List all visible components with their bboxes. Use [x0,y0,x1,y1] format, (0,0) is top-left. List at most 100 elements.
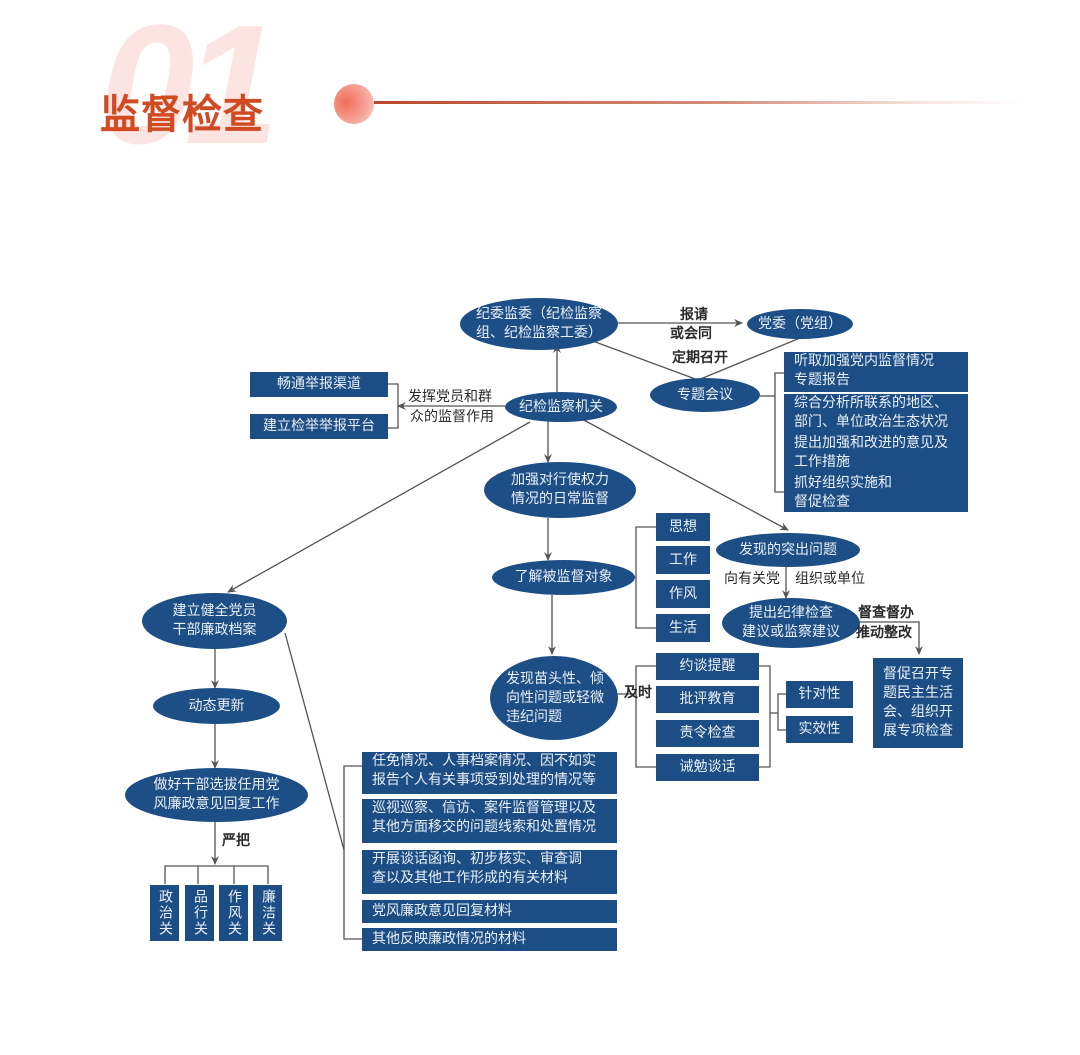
node-text: 提出加强和改进的意见及 [794,435,948,451]
box-measure: 诫勉谈话 [656,754,759,781]
edge-label-mass-line1: 发挥党员和群 [408,389,492,405]
box-archive-item: 开展谈话函询、初步核实、审查调 查以及其他工作形成的有关材料 [362,850,617,894]
node-discipline-suggestion: 提出纪律检查 建议或监察建议 [722,598,860,648]
node-text: 发现的突出问题 [739,541,837,558]
edge-label-to-org: 组织或单位 [795,571,865,587]
node-text: 任免情况、人事档案情况、因不如实 [372,753,596,769]
node-text: 动态更新 [188,697,245,714]
node-text: 开展谈话函询、初步核实、审查调 [372,851,582,867]
node-text: 建立检举举报平台 [263,418,375,434]
node-prominent-issues: 发现的突出问题 [716,533,860,567]
node-text: 责令检查 [679,725,736,741]
box-gate-integrity: 廉洁关 [253,885,282,941]
box-meeting-item: 提出加强和改进的意见及 工作措施 [784,434,968,474]
box-meeting-item: 抓好组织实施和 督促检查 [784,474,968,512]
box-aspect: 作风 [656,580,710,608]
node-text: 建立健全党员 [172,603,257,619]
box-measure: 批评教育 [656,686,759,713]
edge-label-to-party: 向有关党 [724,571,780,587]
node-text: 专题报告 [794,372,850,388]
box-aspect: 生活 [656,614,710,642]
node-text: 督促召开专 [883,666,953,682]
node-daily-supervision: 加强对行使权力 情况的日常监督 [484,462,636,518]
node-dynamic-update: 动态更新 [153,688,280,724]
box-gate-political: 政治关 [150,885,179,941]
box-aspect: 思想 [656,513,710,541]
node-text: 题民主生活 [883,685,953,701]
node-integrity-archive: 建立健全党员 干部廉政档案 [142,593,287,649]
box-meeting-item: 听取加强党内监督情况 专题报告 [784,352,968,392]
node-text: 生活 [669,619,697,636]
node-text: 诫勉谈话 [679,759,736,775]
box-report-platform: 建立检举举报平台 [250,414,388,439]
box-archive-item: 任免情况、人事档案情况、因不如实 报告个人有关事项受到处理的情况等 [362,752,617,794]
node-text: 廉洁关 [260,889,276,937]
node-text: 纪委监委（纪检监察 [476,306,602,322]
node-cadre-selection: 做好干部选拔任用党 风廉政意见回复工作 [125,768,308,822]
node-text: 巡视巡察、信访、案件监督管理以及 [372,800,596,816]
node-text: 组、纪检监察工委） [476,325,602,341]
node-text: 工作 [669,551,697,568]
node-text: 情况的日常监督 [511,491,609,507]
node-discipline-commission: 纪委监委（纪检监察 组、纪检监察工委） [460,298,618,350]
node-text: 会、组织开 [883,704,953,720]
edge-label-report: 报请 [680,307,708,323]
node-special-meeting: 专题会议 [650,378,760,412]
edge-label-strict: 严把 [222,833,250,849]
node-party-committee: 党委（党组） [747,309,853,339]
node-text: 部门、单位政治生态状况 [794,414,948,430]
node-text: 提出纪律检查 [749,605,833,621]
box-archive-item: 其他反映廉政情况的材料 [362,928,617,951]
node-text: 干部廉政档案 [172,622,257,638]
node-text: 风廉政意见回复工作 [153,796,280,812]
node-early-issues: 发现苗头性、倾 向性问题或轻微 违纪问题 [490,656,618,740]
box-meeting-item: 综合分析所联系的地区、 部门、单位政治生态状况 [784,394,968,434]
node-text: 加强对行使权力 [511,472,609,488]
edge-label-supervise: 督查督办 [858,605,914,621]
node-text: 实效性 [798,721,841,737]
node-text: 其他方面移交的问题线索和处置情况 [372,819,596,835]
page-title: 监督检查 [100,92,264,138]
node-text: 抓好组织实施和 [794,475,892,491]
node-text: 思想 [669,518,697,535]
box-rectification: 督促召开专 题民主生活 会、组织开 展专项检查 [873,658,963,748]
node-text: 综合分析所联系的地区、 [794,395,948,411]
node-text: 政治关 [157,889,173,937]
box-measure: 责令检查 [656,720,759,747]
node-text: 党委（党组） [758,315,842,332]
box-archive-item: 党风廉政意见回复材料 [362,900,617,923]
box-report-channel: 畅通举报渠道 [250,372,388,397]
node-text: 党风廉政意见回复材料 [372,903,512,919]
node-text: 展专项检查 [883,723,953,739]
node-text: 督促检查 [794,494,850,510]
box-quality: 实效性 [786,716,853,743]
edge-label-rectify: 推动整改 [856,625,912,641]
title-bullet-dot [334,84,374,124]
box-aspect: 工作 [656,546,710,574]
box-quality: 针对性 [786,681,853,708]
node-text: 作风 [669,585,697,602]
node-text: 建议或监察建议 [742,624,840,640]
edge-label-mass-line2: 众的监督作用 [410,409,494,425]
node-text: 了解被监督对象 [514,569,613,585]
node-text: 听取加强党内监督情况 [794,353,934,369]
node-text: 针对性 [798,686,841,702]
node-understand-subject: 了解被监督对象 [492,560,635,595]
node-text: 约谈提醒 [679,658,736,674]
box-archive-item: 巡视巡察、信访、案件监督管理以及 其他方面移交的问题线索和处置情况 [362,799,617,843]
node-text: 做好干部选拔任用党 [153,777,280,793]
node-text: 批评教育 [679,691,736,707]
box-gate-conduct: 品行关 [185,885,214,941]
edge-label-timely: 及时 [624,685,652,701]
node-text: 畅通举报渠道 [277,376,361,392]
node-text: 违纪问题 [506,708,562,725]
node-text: 向性问题或轻微 [506,689,604,706]
edge-label-jointly: 或会同 [670,326,712,342]
section-number-watermark: 01 [100,0,279,180]
node-text: 查以及其他工作形成的有关材料 [372,870,568,886]
node-text: 工作措施 [794,454,850,470]
node-supervision-organ: 纪检监察机关 [505,392,617,422]
node-text: 纪检监察机关 [519,398,603,415]
edge-label-regular: 定期召开 [672,350,728,366]
